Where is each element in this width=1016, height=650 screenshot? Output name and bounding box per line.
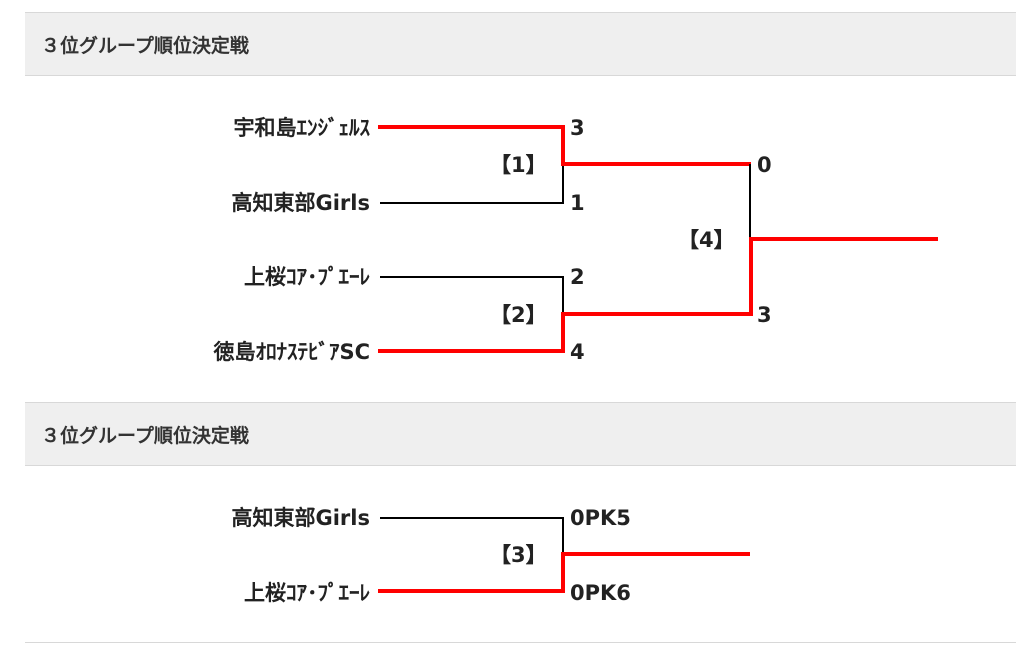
bracket1-team-4: 徳島ｵﾛﾅｽﾃﾋﾞｱSC: [213, 340, 370, 364]
bracket1-final-score-upper: 0: [757, 153, 772, 177]
bottom-divider: [25, 642, 1016, 643]
bracket1-line-champion: [749, 237, 938, 241]
section-title-2: ３位グループ順位決定戦: [41, 425, 249, 447]
section-header-2: ３位グループ順位決定戦: [25, 402, 1016, 466]
bracket1-line-team2: [380, 202, 564, 204]
bracket1-line-final-lower-vertical: [749, 238, 753, 316]
bracket1-line-m2-out: [561, 312, 753, 316]
bracket1-line-final-upper-vertical: [749, 164, 751, 240]
bracket1-score-team3: 2: [570, 265, 585, 289]
bracket1-line-m1-lower-vertical: [562, 164, 564, 204]
bracket2-line-winner: [561, 552, 750, 556]
bracket2-match-label-3: 【3】: [490, 543, 547, 567]
bracket2-score-team1: 0PK5: [570, 506, 631, 530]
bracket1-line-m2-lower-vertical: [561, 314, 565, 353]
bracket1-line-m1-out: [561, 162, 751, 166]
bracket1-team-1: 宇和島ｴﾝｼﾞｪﾙｽ: [233, 116, 371, 140]
bracket2-line-upper-vertical: [562, 517, 564, 555]
bracket1-final-score-lower: 3: [757, 303, 772, 327]
bracket2-line-lower-vertical: [561, 552, 565, 592]
bracket1-match-label-4: 【4】: [678, 228, 735, 252]
bracket1-team-3: 上桜ｺｱ･ﾌﾟｴｰﾚ: [244, 265, 370, 289]
bracket1-match-label-1: 【1】: [490, 153, 547, 177]
section-header-1: ３位グループ順位決定戦: [25, 12, 1016, 76]
bracket1-score-team2: 1: [570, 191, 585, 215]
bracket1-line-team1: [378, 125, 565, 129]
bracket1-line-team4: [378, 349, 565, 353]
bracket2-team-1: 高知東部Girls: [231, 506, 371, 530]
bracket2-score-team2: 0PK6: [570, 581, 631, 605]
bracket1-match-label-2: 【2】: [490, 303, 547, 327]
bracket2-team-2: 上桜ｺｱ･ﾌﾟｴｰﾚ: [244, 581, 370, 605]
bracket2-line-team1: [380, 517, 564, 519]
section-title-1: ３位グループ順位決定戦: [41, 35, 249, 57]
bracket1-line-m2-upper-vertical: [562, 276, 564, 316]
bracket1-score-team1: 3: [570, 116, 585, 140]
bracket2-line-team2: [378, 589, 565, 593]
bracket1-score-team4: 4: [570, 340, 585, 364]
bracket1-team-2: 高知東部Girls: [231, 191, 371, 215]
bracket1-line-m1-upper-vertical: [561, 125, 565, 166]
bracket1-line-team3: [380, 276, 564, 278]
